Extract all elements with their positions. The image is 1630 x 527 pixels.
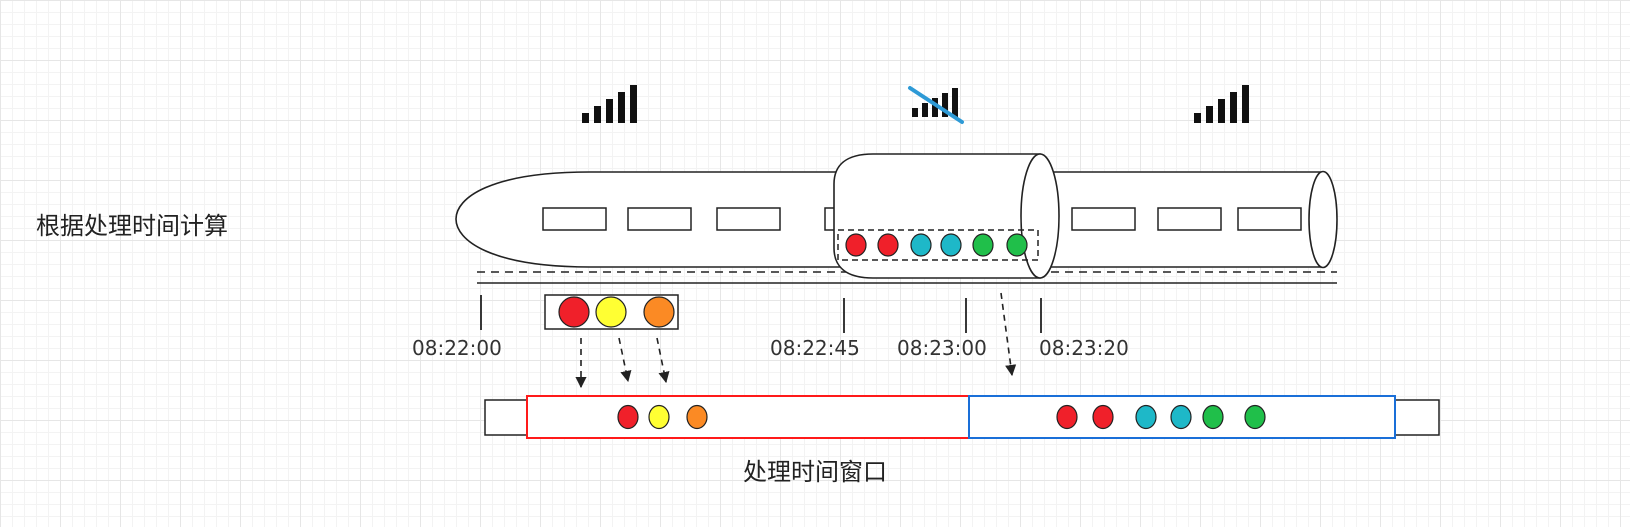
event-dot	[1056, 404, 1078, 430]
window-stub-left	[484, 399, 528, 436]
time-ticks	[480, 295, 1042, 333]
processing-time-windows	[484, 395, 1440, 439]
arrow	[618, 337, 632, 383]
event-dot	[910, 233, 932, 257]
event-dot	[1170, 404, 1192, 430]
delayed-events-group	[837, 229, 1039, 261]
event-dot	[877, 233, 899, 257]
timestamp-label: 08:23:20	[1039, 336, 1129, 360]
event-dot	[595, 296, 627, 328]
event-dot	[1202, 404, 1224, 430]
event-dot	[845, 233, 867, 257]
event-dot	[558, 296, 590, 328]
timestamp-label: 08:22:00	[412, 336, 502, 360]
arrow	[1000, 292, 1017, 377]
event-dot	[1006, 233, 1028, 257]
event-arrows	[575, 292, 1017, 389]
signal-strong-icon	[582, 85, 637, 123]
event-dot	[972, 233, 994, 257]
train-windows	[542, 207, 1302, 231]
diagram-title: 根据处理时间计算	[36, 212, 228, 240]
event-dot	[1244, 404, 1266, 430]
signal-strong-icon	[1194, 85, 1249, 123]
event-dot	[643, 296, 675, 328]
signal-off-icon	[908, 86, 964, 124]
event-dot	[940, 233, 962, 257]
event-dot	[617, 404, 639, 430]
event-dot	[686, 404, 708, 430]
event-dot	[1092, 404, 1114, 430]
timestamp-label: 08:23:00	[897, 336, 987, 360]
window-stub-right	[1394, 399, 1440, 436]
arrow	[656, 337, 670, 384]
event-dot	[648, 404, 670, 430]
event-dot	[1135, 404, 1157, 430]
on-time-events-group	[544, 294, 679, 330]
delayed-events-frame	[837, 229, 1039, 261]
window-1	[526, 395, 970, 439]
window-label: 处理时间窗口	[743, 458, 887, 486]
timestamp-label: 08:22:45	[770, 336, 860, 360]
railway-track	[477, 271, 1337, 284]
